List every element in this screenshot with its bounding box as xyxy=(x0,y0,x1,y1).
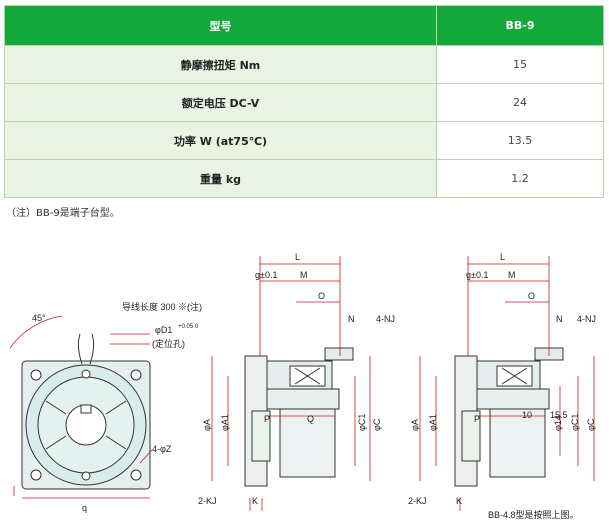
spec-table: 型号 BB-9 静摩擦扭矩 Nm 15 额定电压 DC-V 24 功率 W (a… xyxy=(4,5,604,198)
dim-N-2: N xyxy=(556,314,563,324)
holes-kj-label: 2-KJ xyxy=(198,496,217,506)
dim-g: g±0.1 xyxy=(255,270,277,280)
model-value-header: BB-9 xyxy=(436,5,604,46)
dim-14: φ14 xyxy=(553,415,563,431)
holes-z-label: 4-φZ xyxy=(152,444,172,454)
table-header-row: 型号 BB-9 xyxy=(4,5,604,46)
row-value: 13.5 xyxy=(436,121,604,160)
dim-O: O xyxy=(318,291,325,301)
drawing-caption: BB-4.8型是按照上图。 xyxy=(488,509,579,520)
table-row: 额定电压 DC-V 24 xyxy=(4,83,604,122)
dim-A-2: φA xyxy=(410,419,420,431)
technical-drawing: 45° 导线长度 300 ※(注) φD1 +0.05 0 (定位孔) 4-φZ… xyxy=(9,252,596,520)
dim-q: q xyxy=(82,503,87,513)
side-view-1 xyxy=(211,256,371,511)
row-label: 静摩擦扭矩 Nm xyxy=(4,45,437,84)
angle-label: 45° xyxy=(32,313,46,323)
dim-g-2: g±0.1 xyxy=(466,270,488,280)
lead-length-label: 导线长度 300 ※(注) xyxy=(122,301,202,312)
dim-Q: Q xyxy=(307,414,314,424)
dim-10: 10 xyxy=(522,410,532,420)
dim-O-2: O xyxy=(528,291,535,301)
footnote: （注）BB-9是端子台型。 xyxy=(6,208,120,219)
row-value: 1.2 xyxy=(436,159,604,198)
dim-N: N xyxy=(348,314,355,324)
dim-C1: φC1 xyxy=(357,414,367,431)
dim-L: L xyxy=(295,252,300,262)
dim-C-2: φC xyxy=(586,418,596,431)
row-label: 重量 kg xyxy=(4,159,437,198)
dim-A1: φA1 xyxy=(220,414,230,431)
dim-15-5: 15.5 xyxy=(550,410,568,420)
dim-C1-2: φC1 xyxy=(570,414,580,431)
dim-C: φC xyxy=(372,418,382,431)
hole-dia-label: φD1 xyxy=(155,325,172,335)
table-row: 重量 kg 1.2 xyxy=(4,159,604,198)
row-label: 功率 W (at75℃) xyxy=(4,121,437,160)
dim-K-2: K xyxy=(456,496,462,506)
dim-K: K xyxy=(252,496,258,506)
front-view xyxy=(9,315,153,499)
dim-L-2: L xyxy=(500,252,505,262)
dim-P: P xyxy=(264,414,270,424)
positioning-hole-label: (定位孔) xyxy=(152,338,185,349)
model-header: 型号 xyxy=(4,5,437,46)
dim-4NJ-2: 4-NJ xyxy=(577,314,596,324)
row-value: 24 xyxy=(436,83,604,122)
dim-P-2: P xyxy=(474,414,480,424)
dim-M-2: M xyxy=(508,270,516,280)
dim-M: M xyxy=(300,270,308,280)
holes-kj-label-2: 2-KJ xyxy=(408,496,427,506)
row-value: 15 xyxy=(436,45,604,84)
hole-tolerance: +0.05 0 xyxy=(178,324,199,330)
dim-4NJ: 4-NJ xyxy=(376,314,395,324)
table-row: 静摩擦扭矩 Nm 15 xyxy=(4,45,604,84)
side-view-2 xyxy=(419,256,595,511)
table-row: 功率 W (at75℃) 13.5 xyxy=(4,121,604,160)
row-label: 额定电压 DC-V xyxy=(4,83,437,122)
dim-A: φA xyxy=(202,419,212,431)
dim-A1-2: φA1 xyxy=(428,414,438,431)
